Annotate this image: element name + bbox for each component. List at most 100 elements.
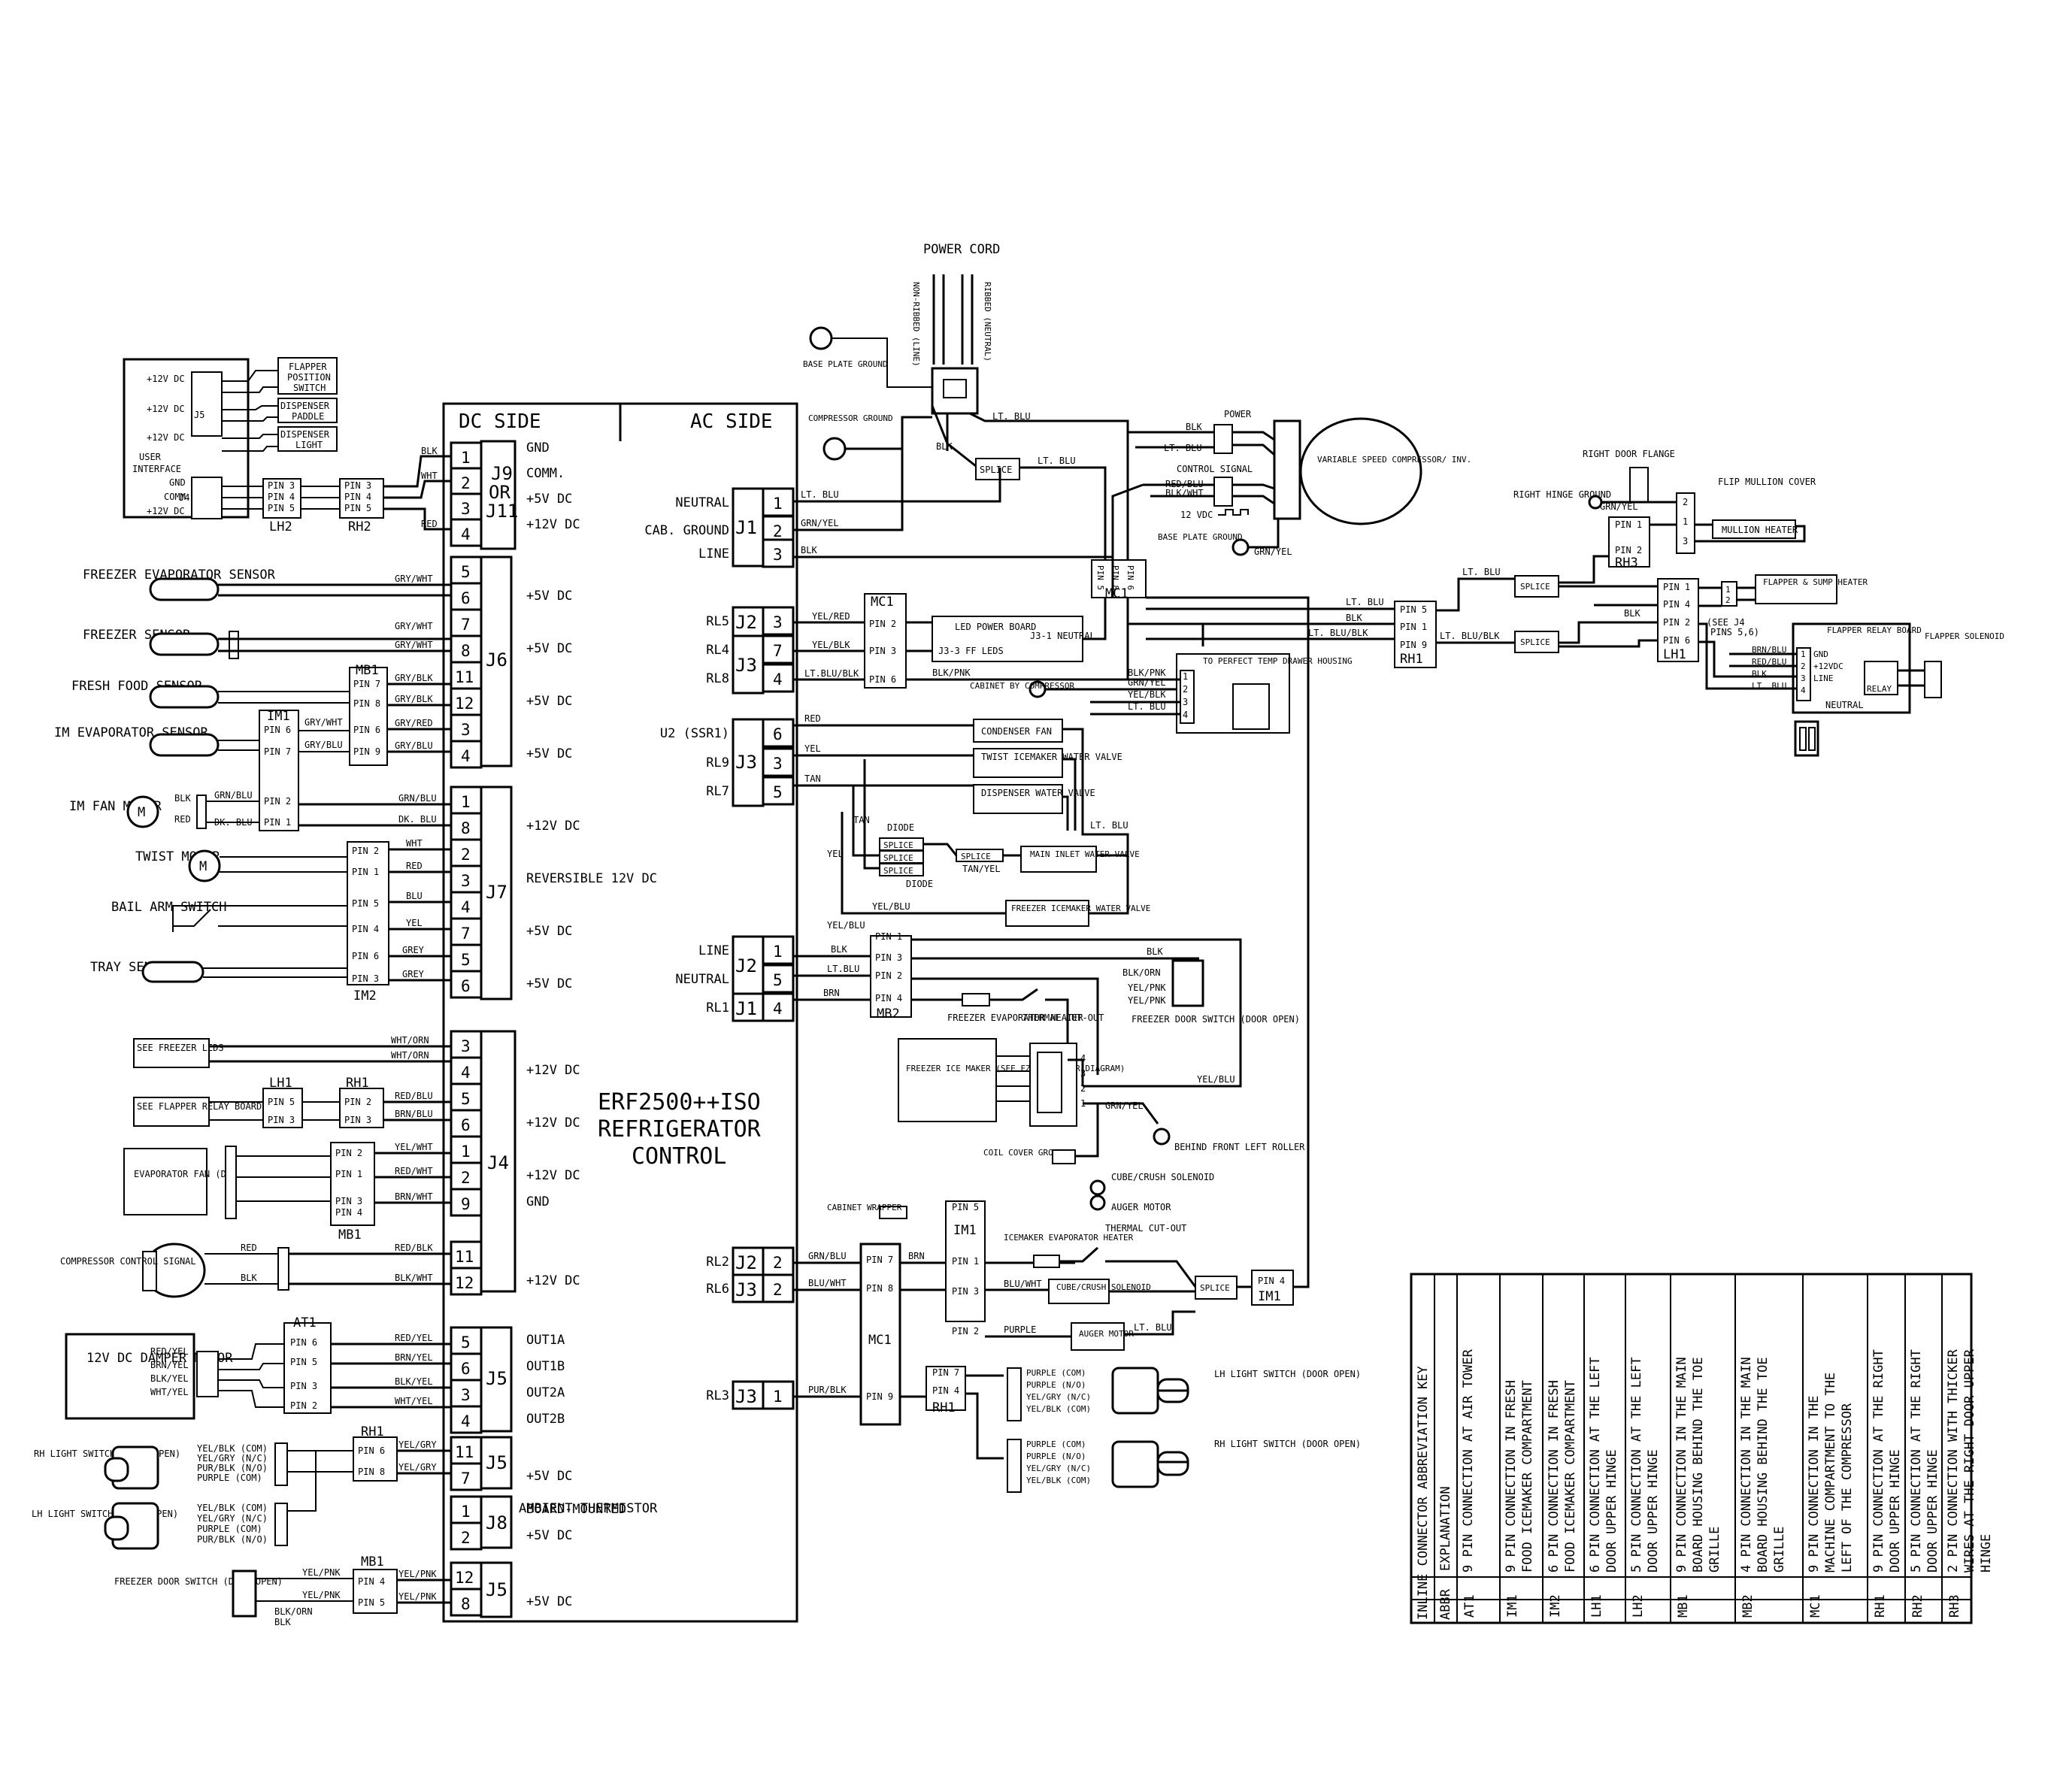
svg-text:BLK: BLK <box>1346 613 1362 623</box>
dc-pin-function: +12V DC <box>526 517 580 532</box>
dc-pin-function: +5V DC <box>526 976 572 991</box>
svg-text:SEE FLAPPER RELAY BOARD: SEE FLAPPER RELAY BOARD <box>137 1101 262 1112</box>
ac-pin-name: U2 (SSR1) <box>660 726 729 741</box>
dc-pin-number: 4 <box>461 1064 471 1082</box>
svg-text:DIODE: DIODE <box>887 822 914 833</box>
dc-pin-number: 6 <box>461 589 471 607</box>
ac-pin-number: 1 <box>773 1388 783 1406</box>
svg-text:RED: RED <box>421 519 438 529</box>
dc-pin-function: +5V DC <box>526 694 572 709</box>
svg-text:CUBE/CRUSH SOLENOID: CUBE/CRUSH SOLENOID <box>1056 1282 1151 1292</box>
svg-text:PIN 5: PIN 5 <box>1095 565 1105 590</box>
key-explanation: 2 PIN CONNECTION WITH THICKER <box>1946 1349 1961 1573</box>
dc-pin-number: 1 <box>461 449 471 467</box>
svg-text:TAN/YEL: TAN/YEL <box>962 864 1001 874</box>
key-abbr: RH1 <box>1873 1594 1888 1618</box>
svg-text:PUR/BLK: PUR/BLK <box>808 1385 847 1395</box>
svg-text:LH1: LH1 <box>1663 647 1686 662</box>
svg-text:PIN 8: PIN 8 <box>358 1467 385 1477</box>
twist-motor-icon <box>188 849 221 882</box>
svg-text:POWER CORD: POWER CORD <box>923 242 1000 257</box>
svg-text:BLK: BLK <box>831 944 847 955</box>
dc-pin-number: 2 <box>461 1529 471 1547</box>
svg-text:M: M <box>199 859 207 874</box>
dc-pin-function: +5V DC <box>526 746 572 761</box>
key-explanation: 5 PIN CONNECTION AT THE RIGHT <box>1909 1349 1924 1573</box>
svg-text:BLK: BLK <box>274 1617 291 1627</box>
power-section: POWER CORD NON-RIBBED (LINE) RIBBED (NEU… <box>803 242 1471 560</box>
dc-pin-function: +12V DC <box>526 1063 580 1078</box>
svg-text:PURPLE (N/O): PURPLE (N/O) <box>1026 1380 1086 1390</box>
svg-text:LT. BLU/BLK: LT. BLU/BLK <box>1308 628 1368 638</box>
svg-text:PIN 2: PIN 2 <box>1615 545 1642 555</box>
svg-text:1: 1 <box>1183 671 1188 682</box>
svg-text:PIN 4: PIN 4 <box>1663 599 1690 610</box>
svg-text:4: 4 <box>1801 686 1806 695</box>
svg-text:RED: RED <box>174 814 191 825</box>
svg-text:PIN 3: PIN 3 <box>869 646 896 656</box>
svg-text:3: 3 <box>1801 674 1806 683</box>
svg-text:INLINE CONNECTOR ABBREVIATION: INLINE CONNECTOR ABBREVIATION KEY <box>1416 1366 1431 1620</box>
svg-text:GRY/BLK: GRY/BLK <box>395 673 433 683</box>
svg-text:PIN 3: PIN 3 <box>268 480 295 491</box>
svg-text:RH LIGHT SWITCH (DOOR OPEN): RH LIGHT SWITCH (DOOR OPEN) <box>1214 1439 1361 1449</box>
dc-pin-function: +12V DC <box>526 1168 580 1183</box>
svg-text:PUR/BLK (N/O): PUR/BLK (N/O) <box>197 1463 268 1473</box>
ac-pin-number: 4 <box>773 1000 783 1018</box>
svg-text:BRN/YEL: BRN/YEL <box>395 1352 433 1363</box>
key-abbr: MB1 <box>1676 1594 1691 1618</box>
svg-text:TO PERFECT TEMP DRAWER HOUSING: TO PERFECT TEMP DRAWER HOUSING <box>1203 656 1353 666</box>
svg-text:IM1: IM1 <box>267 709 290 724</box>
svg-text:PIN 5: PIN 5 <box>952 1202 979 1212</box>
dc-pin-number: 6 <box>461 977 471 995</box>
svg-text:FLIP MULLION COVER: FLIP MULLION COVER <box>1718 477 1816 487</box>
dc-pin-function: +5V DC <box>526 1594 572 1609</box>
dc-pin-number: 8 <box>461 819 471 837</box>
key-explanation: HINGE <box>1979 1534 1994 1573</box>
svg-text:EXPLANATION: EXPLANATION <box>1438 1486 1453 1571</box>
svg-text:BRN: BRN <box>908 1251 925 1261</box>
svg-text:SWITCH: SWITCH <box>293 383 326 393</box>
svg-text:LT.BLU/BLK: LT.BLU/BLK <box>804 668 859 679</box>
svg-text:PURPLE: PURPLE <box>1004 1324 1036 1335</box>
dc-pin-function: +5V DC <box>526 1528 572 1543</box>
dc-pin-number: 3 <box>461 1037 471 1055</box>
ac-pin-name: RL3 <box>706 1388 729 1403</box>
ac-pin-cell <box>762 538 795 568</box>
svg-text:RED/BLU: RED/BLU <box>395 1091 433 1101</box>
key-explanation: GRILLE <box>1772 1527 1787 1573</box>
svg-text:LT. BLU: LT. BLU <box>1090 820 1128 831</box>
ac-pin-name: RL9 <box>706 755 729 770</box>
svg-text:PIN 3: PIN 3 <box>952 1286 979 1297</box>
svg-text:PIN 2: PIN 2 <box>352 846 379 856</box>
svg-text:1: 1 <box>1683 516 1688 527</box>
svg-text:BRN/BLU: BRN/BLU <box>1752 645 1786 655</box>
key-explanation: DOOR UPPER HINGE <box>1604 1449 1619 1573</box>
ac-pin-number: 5 <box>773 971 783 989</box>
svg-text:3: 3 <box>1183 697 1188 707</box>
ac-pin-cell <box>762 718 795 748</box>
svg-text:PIN 4: PIN 4 <box>358 1576 385 1587</box>
svg-text:RIGHT DOOR FLANGE: RIGHT DOOR FLANGE <box>1583 449 1675 459</box>
svg-text:COMM: COMM <box>164 492 186 502</box>
dc-pin-number: 1 <box>461 1143 471 1161</box>
svg-text:PIN 8: PIN 8 <box>866 1283 893 1294</box>
svg-text:FLAPPER SOLENOID: FLAPPER SOLENOID <box>1925 631 2004 641</box>
dc-pin-cell <box>450 1267 483 1296</box>
ac-pin-name: NEUTRAL <box>675 495 729 510</box>
svg-text:PIN 4: PIN 4 <box>335 1207 362 1218</box>
svg-text:CUBE/CRUSH SOLENOID: CUBE/CRUSH SOLENOID <box>1111 1172 1214 1182</box>
svg-text:J3-3 FF LEDS: J3-3 FF LEDS <box>938 646 1004 656</box>
ac-pin-number: 3 <box>773 613 783 631</box>
svg-text:SPLICE: SPLICE <box>883 853 913 863</box>
svg-text:AUGER MOTOR: AUGER MOTOR <box>1079 1329 1134 1339</box>
svg-text:BLK/ORN: BLK/ORN <box>1122 967 1161 978</box>
key-abbr: IM1 <box>1505 1594 1520 1618</box>
dc-pin-function: +5V DC <box>526 492 572 507</box>
dc-pin-number: 5 <box>461 1090 471 1108</box>
key-explanation: BOARD HOUSING BEHIND THE TOE <box>1756 1357 1771 1573</box>
svg-text:WHT/ORN: WHT/ORN <box>391 1035 429 1046</box>
dc-pin-function: +5V DC <box>526 589 572 604</box>
svg-text:BEHIND FRONT LEFT ROLLER: BEHIND FRONT LEFT ROLLER <box>1174 1142 1305 1152</box>
